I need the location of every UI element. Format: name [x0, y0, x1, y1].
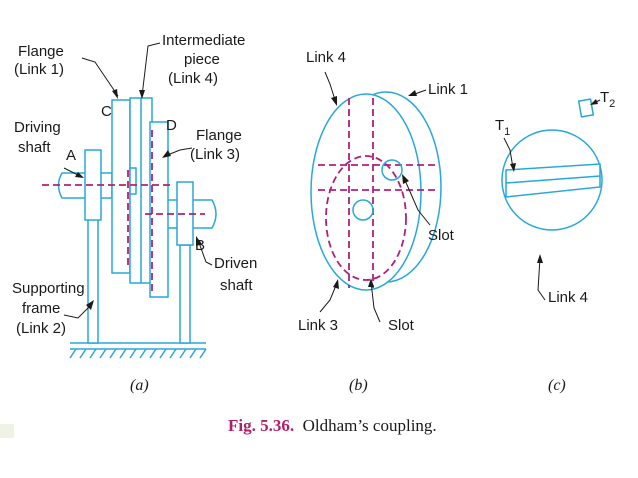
label-b-slot-bottom: Slot [388, 317, 415, 334]
label-t2-letter: T [600, 89, 609, 106]
label-driving-shaft-line1: Driving [14, 119, 61, 136]
label-intermediate-line3: (Link 4) [168, 70, 218, 87]
label-point-a: A [66, 147, 76, 164]
label-flange-link1-line2: (Link 1) [14, 61, 64, 78]
label-flange-link3-line2: (Link 3) [190, 146, 240, 163]
sublabel-b: (b) [349, 377, 368, 394]
label-point-b: B [195, 237, 205, 254]
label-driven-shaft-line2: shaft [220, 277, 253, 294]
label-t2: T2 [600, 89, 615, 110]
figure-caption: Fig. 5.36. Oldham’s coupling. [228, 416, 437, 435]
sublabel-a: (a) [130, 377, 149, 394]
label-c-link4: Link 4 [548, 289, 588, 306]
panel-b-drawing [310, 71, 442, 323]
panel-b-labels: Link 4 Link 1 Slot Link 3 Slot (b) [298, 49, 468, 394]
label-supporting-frame-line2: frame [22, 300, 60, 317]
label-intermediate-line1: Intermediate [162, 32, 245, 49]
caption-title: Oldham’s coupling. [303, 416, 437, 435]
label-b-link4: Link 4 [306, 49, 346, 66]
label-flange-link1-line1: Flange [18, 43, 64, 60]
label-t1: T1 [495, 117, 510, 138]
label-point-d: D [166, 117, 177, 134]
label-driven-shaft-line1: Driven [214, 255, 257, 272]
sublabel-c: (c) [548, 377, 566, 394]
label-t1-subscript: 1 [504, 126, 510, 138]
panel-a-labels: Flange (Link 1) Intermediate piece (Link… [12, 32, 257, 394]
label-supporting-frame-line1: Supporting [12, 280, 85, 297]
label-flange-link3-line1: Flange [196, 127, 242, 144]
label-supporting-frame-line3: (Link 2) [16, 320, 66, 337]
panel-c-labels: T1 T2 Link 4 (c) [495, 89, 615, 394]
corner-mark [0, 424, 14, 438]
label-t1-letter: T [495, 117, 504, 134]
panel-a-drawing [42, 42, 217, 359]
label-t2-subscript: 2 [609, 98, 615, 110]
label-b-link1: Link 1 [428, 81, 468, 98]
label-b-link3: Link 3 [298, 317, 338, 334]
panel-c-drawing [501, 98, 603, 301]
label-intermediate-line2: piece [184, 51, 220, 68]
label-point-c: C [101, 103, 112, 120]
label-b-slot-right: Slot [428, 227, 455, 244]
label-driving-shaft-line2: shaft [18, 139, 51, 156]
caption-number: Fig. 5.36. [228, 416, 294, 435]
